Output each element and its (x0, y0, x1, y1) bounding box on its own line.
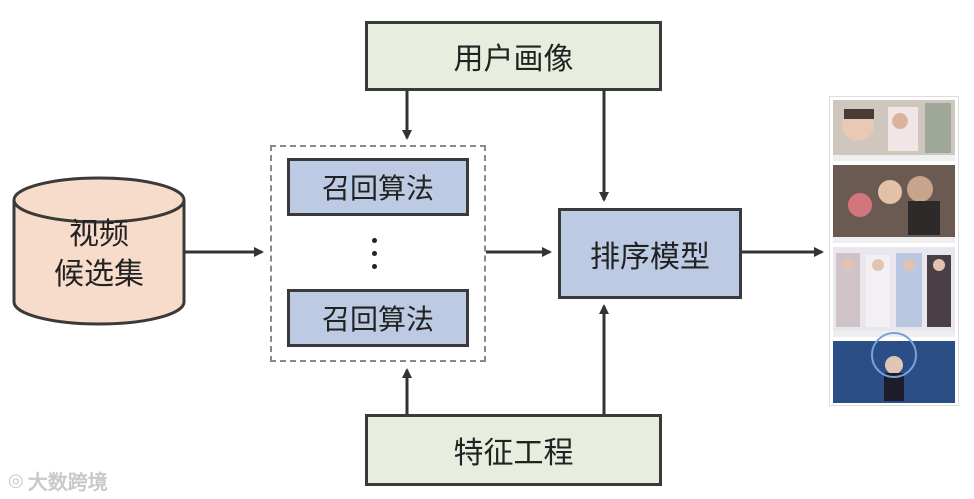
ellipsis-dots (362, 238, 386, 278)
recommendation-results-image (829, 96, 959, 406)
feature-engineering-label: 特征工程 (453, 436, 574, 471)
feature-engineering-box: 特征工程 (365, 414, 662, 486)
ranking-model-label: 排序模型 (590, 239, 710, 275)
recall-algorithm-box-1: 召回算法 (287, 158, 469, 216)
watermark-text: 大数跨境 (27, 470, 108, 494)
logo-icon: ◎ (8, 470, 24, 491)
ranking-model-box: 排序模型 (558, 208, 742, 299)
video-thumbnails-picture (833, 100, 955, 403)
recall-algorithm-box-2: 召回算法 (287, 289, 469, 347)
video-candidates-label: 视频 候选集 (14, 215, 184, 295)
user-profile-box: 用户画像 (365, 21, 662, 91)
recall-algorithm-label-1: 召回算法 (321, 172, 434, 205)
video-candidates-line2: 候选集 (54, 257, 144, 292)
watermark: ◎ 大数跨境 (8, 466, 108, 495)
user-profile-label: 用户画像 (453, 42, 574, 77)
recall-group (270, 145, 486, 362)
video-candidates-cylinder (12, 176, 186, 326)
video-candidates-line1: 视频 (69, 217, 129, 252)
recall-algorithm-label-2: 召回算法 (321, 303, 434, 336)
